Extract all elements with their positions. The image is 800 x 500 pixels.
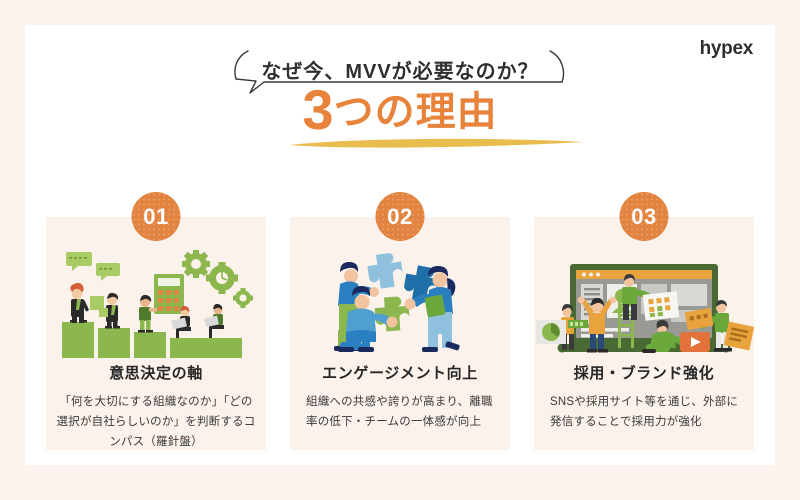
reason-cards: 01: [46, 192, 754, 450]
reason-card-1[interactable]: 01: [46, 192, 266, 450]
card-badge-02: 02: [375, 192, 425, 241]
card-badge-03: 03: [619, 192, 669, 241]
speech-bubble-outline-icon: [234, 50, 565, 94]
content-panel: hypex なぜ今、MVVが必要なのか？ 3つの理由 01: [25, 25, 775, 465]
bar-chart-people-gears-icon: [62, 250, 253, 358]
card-title-3: 採用・ブランド強化: [573, 365, 715, 382]
card-title-2: エンゲージメント向上: [322, 365, 478, 382]
reason-number: 3: [302, 78, 334, 141]
question-text: なぜ今、MVVが必要なのか？: [261, 61, 539, 83]
card-body-2: 組織への共感や誇りが高まり、離職率の低下・チームの一体感が向上: [306, 396, 493, 429]
card-title-1: 意思決定の軸: [109, 365, 203, 382]
reason-card-2[interactable]: 02: [290, 192, 510, 450]
hypex-logo: hypex: [699, 38, 754, 59]
laptop-website-building-icon: [536, 264, 754, 353]
reason-headline: 3つの理由: [25, 82, 775, 160]
card-body-3: SNSや採用サイト等を通じ、外部に発信することで採用力が強化: [550, 396, 739, 429]
reason-rest-text: つの理由: [333, 90, 498, 134]
card-badge-01: 01: [131, 192, 181, 241]
people-puzzle-pieces-icon: [334, 253, 460, 352]
reason-card-3[interactable]: 03: [534, 192, 754, 450]
card-body-1: 「何を大切にする組織なのか」「どの選択が自社らしいのか」を判断するコンパス（羅針…: [56, 396, 256, 449]
question-bubble: なぜ今、MVVが必要なのか？: [25, 41, 775, 103]
brush-underline-icon: [290, 138, 585, 148]
